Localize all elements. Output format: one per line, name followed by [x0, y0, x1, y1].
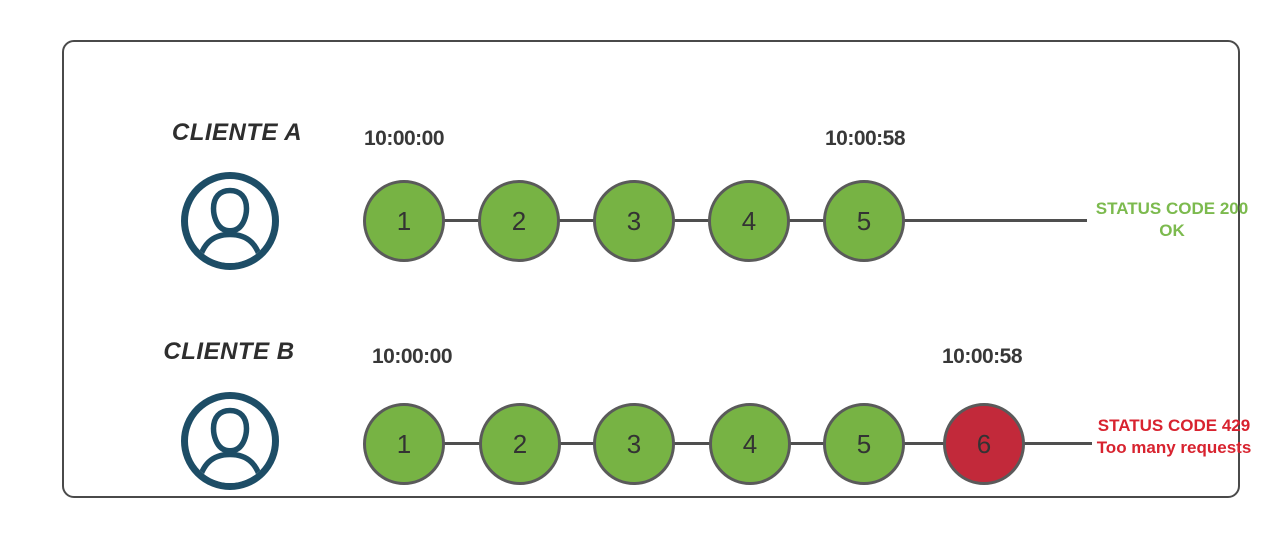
request-node: 2 [478, 180, 560, 262]
request-node: 3 [593, 180, 675, 262]
user-avatar-icon [181, 172, 279, 270]
request-number: 3 [626, 428, 642, 459]
request-node: 4 [709, 403, 791, 485]
request-number: 1 [396, 428, 412, 459]
client-b-label: CLIENTE B [163, 338, 295, 365]
request-number: 2 [512, 428, 528, 459]
row-b-start-time: 10:00:00 [371, 345, 453, 368]
request-number: 5 [856, 428, 872, 459]
request-number: 6 [976, 428, 992, 459]
request-number: 2 [511, 205, 527, 236]
row-a-start-time: 10:00:00 [363, 127, 445, 150]
request-number: 3 [626, 205, 642, 236]
request-node: 3 [593, 403, 675, 485]
user-avatar-icon [181, 392, 279, 490]
request-node: 5 [823, 403, 905, 485]
status-code-text: STATUS CODE 429 [1097, 416, 1251, 435]
request-node: 2 [479, 403, 561, 485]
status-code-text: STATUS CODE 200 [1095, 199, 1249, 218]
request-number: 4 [741, 205, 757, 236]
client-a-label: CLIENTE A [171, 119, 303, 146]
request-node: 1 [363, 403, 445, 485]
request-number: 5 [856, 205, 872, 236]
row-b-end-time: 10:00:58 [941, 345, 1023, 368]
request-node: 1 [363, 180, 445, 262]
status-message-text: Too many requests [1096, 438, 1252, 457]
request-number: 1 [396, 205, 412, 236]
request-node-rate-limited: 6 [943, 403, 1025, 485]
row-a-end-time: 10:00:58 [824, 127, 906, 150]
status-label-a: STATUS CODE 200 OK [1084, 198, 1260, 242]
request-number: 4 [742, 428, 758, 459]
diagram-frame: CLIENTE A 10:00:00 10:00:58 1 2 3 [62, 40, 1251, 498]
status-message-text: OK [1159, 221, 1185, 240]
request-node: 5 [823, 180, 905, 262]
status-label-b: STATUS CODE 429 Too many requests [1086, 415, 1262, 459]
request-node: 4 [708, 180, 790, 262]
